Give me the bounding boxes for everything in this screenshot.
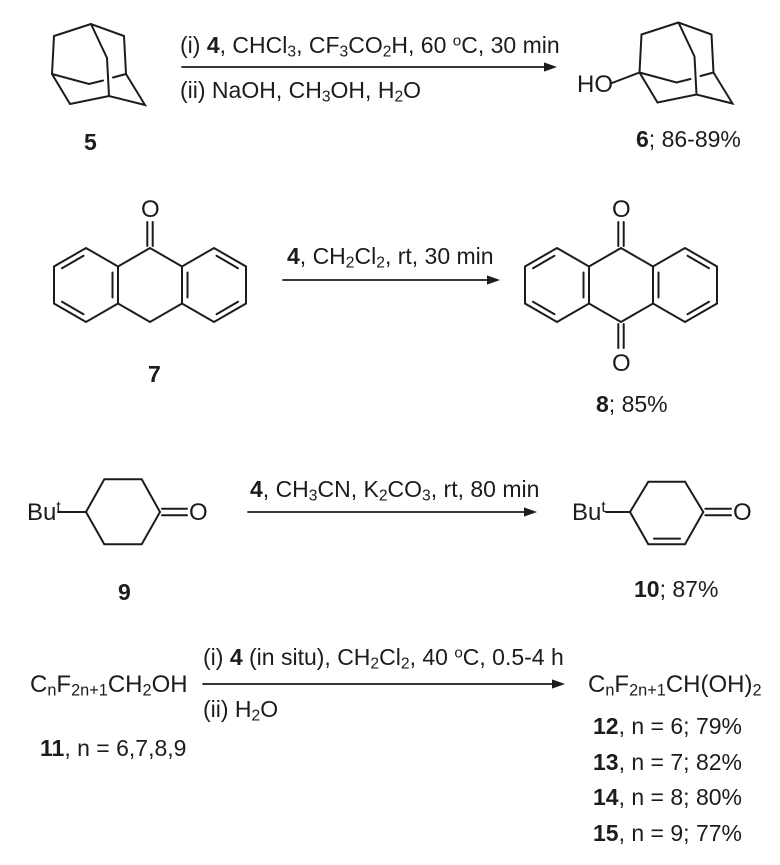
bond-lines bbox=[90, 23, 110, 97]
adamantane-structure bbox=[50, 22, 148, 107]
carbonyl-double-bond bbox=[704, 507, 732, 517]
r2-conditions-above: 4, CH2Cl2, rt, 30 min bbox=[287, 243, 494, 272]
carbonyl-double-bond bbox=[161, 507, 188, 517]
r2-reactant-label: 7 bbox=[148, 361, 161, 387]
oxygen-atom-label: O bbox=[612, 196, 631, 223]
r4-product-line: 13, n = 7; 82% bbox=[593, 749, 742, 775]
double-bond-lines bbox=[657, 254, 710, 316]
arrowhead-icon bbox=[544, 62, 557, 72]
r4-reactant-label: 11, n = 6,7,8,9 bbox=[40, 735, 187, 761]
ring-fusion-bonds bbox=[117, 265, 183, 305]
double-bond-lines bbox=[186, 254, 239, 316]
r1-conditions-below: (ii) NaOH, CH3OH, H2O bbox=[180, 77, 422, 106]
r4-product-line: 14, n = 8; 80% bbox=[593, 784, 742, 810]
bond-lines bbox=[638, 71, 715, 84]
anthraquinone-structure bbox=[524, 221, 718, 349]
ho-bond bbox=[611, 71, 641, 84]
oxygen-atom-label: O bbox=[612, 350, 631, 377]
carbonyl-double-bond bbox=[146, 221, 154, 247]
r3-conditions-above: 4, CH3CN, K2CO3, rt, 80 min bbox=[250, 476, 540, 505]
r3-reactant-label: 9 bbox=[118, 579, 131, 605]
carbonyl-double-bond bbox=[617, 323, 625, 349]
tert-butylcyclohexanone-structure bbox=[57, 478, 188, 546]
bond-lines bbox=[524, 246, 718, 324]
bond-lines bbox=[628, 480, 705, 546]
bond-lines bbox=[53, 246, 247, 324]
hydroxyl-atom-label: HO bbox=[577, 71, 613, 98]
r1-reactant-label: 5 bbox=[84, 129, 97, 155]
tert-butylcyclohexenone-structure bbox=[605, 480, 732, 546]
anthrone-structure bbox=[53, 221, 247, 324]
r1-conditions-above: (i) 4, CHCl3, CF3CO2H, 60 oC, 30 min bbox=[180, 32, 560, 61]
carbonyl-double-bond bbox=[617, 221, 625, 247]
r1-product-label: 6; 86-89% bbox=[636, 126, 741, 152]
arrowhead-icon bbox=[487, 275, 500, 285]
r4-conditions-below: (ii) H2O bbox=[203, 696, 279, 725]
r4-product-formula: CnF2n+1CH(OH)2 bbox=[588, 671, 762, 700]
tert-butyl-atom-label: But bbox=[572, 499, 606, 526]
oxygen-atom-label: O bbox=[189, 499, 208, 526]
bond-lines bbox=[638, 21, 735, 106]
arrowhead-icon bbox=[552, 679, 565, 689]
bond-lines bbox=[84, 478, 162, 546]
r4-reactant-formula: CnF2n+1CH2OH bbox=[30, 671, 188, 700]
r4-product-line: 15, n = 9; 77% bbox=[593, 820, 742, 846]
ring-fusion-bonds bbox=[588, 265, 654, 305]
oxygen-atom-label: O bbox=[141, 196, 160, 223]
r2-product-label: 8; 85% bbox=[596, 391, 668, 417]
double-bond-lines bbox=[61, 254, 114, 316]
bond-lines bbox=[50, 22, 148, 107]
arrowhead-icon bbox=[524, 507, 537, 517]
double-bond-lines bbox=[532, 254, 585, 316]
adamantanol-structure bbox=[611, 21, 735, 106]
r4-conditions-above: (i) 4 (in situ), CH2Cl2, 40 oC, 0.5-4 h bbox=[203, 644, 564, 673]
oxygen-atom-label: O bbox=[733, 499, 752, 526]
r3-product-label: 10; 87% bbox=[634, 576, 719, 602]
tert-butyl-atom-label: But bbox=[27, 499, 61, 526]
r4-product-line: 12, n = 6; 79% bbox=[593, 713, 742, 739]
bond-lines bbox=[51, 73, 127, 86]
bond-lines bbox=[677, 21, 698, 96]
